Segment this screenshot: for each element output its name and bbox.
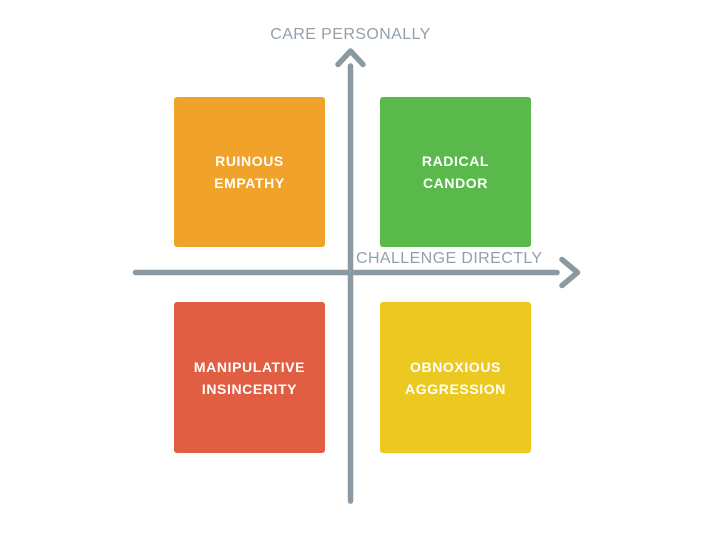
quadrant-radical-candor: RADICAL CANDOR [380,97,531,247]
x-axis-label: CHALLENGE DIRECTLY [356,250,543,267]
y-axis-label: CARE PERSONALLY [270,26,431,43]
y-axis-arrowhead-icon [335,48,366,68]
quadrant-obnoxious-aggression: OBNOXIOUS AGGRESSION [380,302,531,453]
quadrant-manipulative-insincerity: MANIPULATIVE INSINCERITY [174,302,325,453]
quadrant-label: OBNOXIOUS AGGRESSION [405,358,506,397]
quadrant-label: RUINOUS EMPATHY [214,153,285,191]
x-axis-arrowhead-icon [559,256,581,289]
quadrant-ruinous-empathy: RUINOUS EMPATHY [174,97,325,247]
quadrant-label: RADICAL CANDOR [421,153,490,191]
quadrant-label: MANIPULATIVE INSINCERITY [193,358,306,397]
